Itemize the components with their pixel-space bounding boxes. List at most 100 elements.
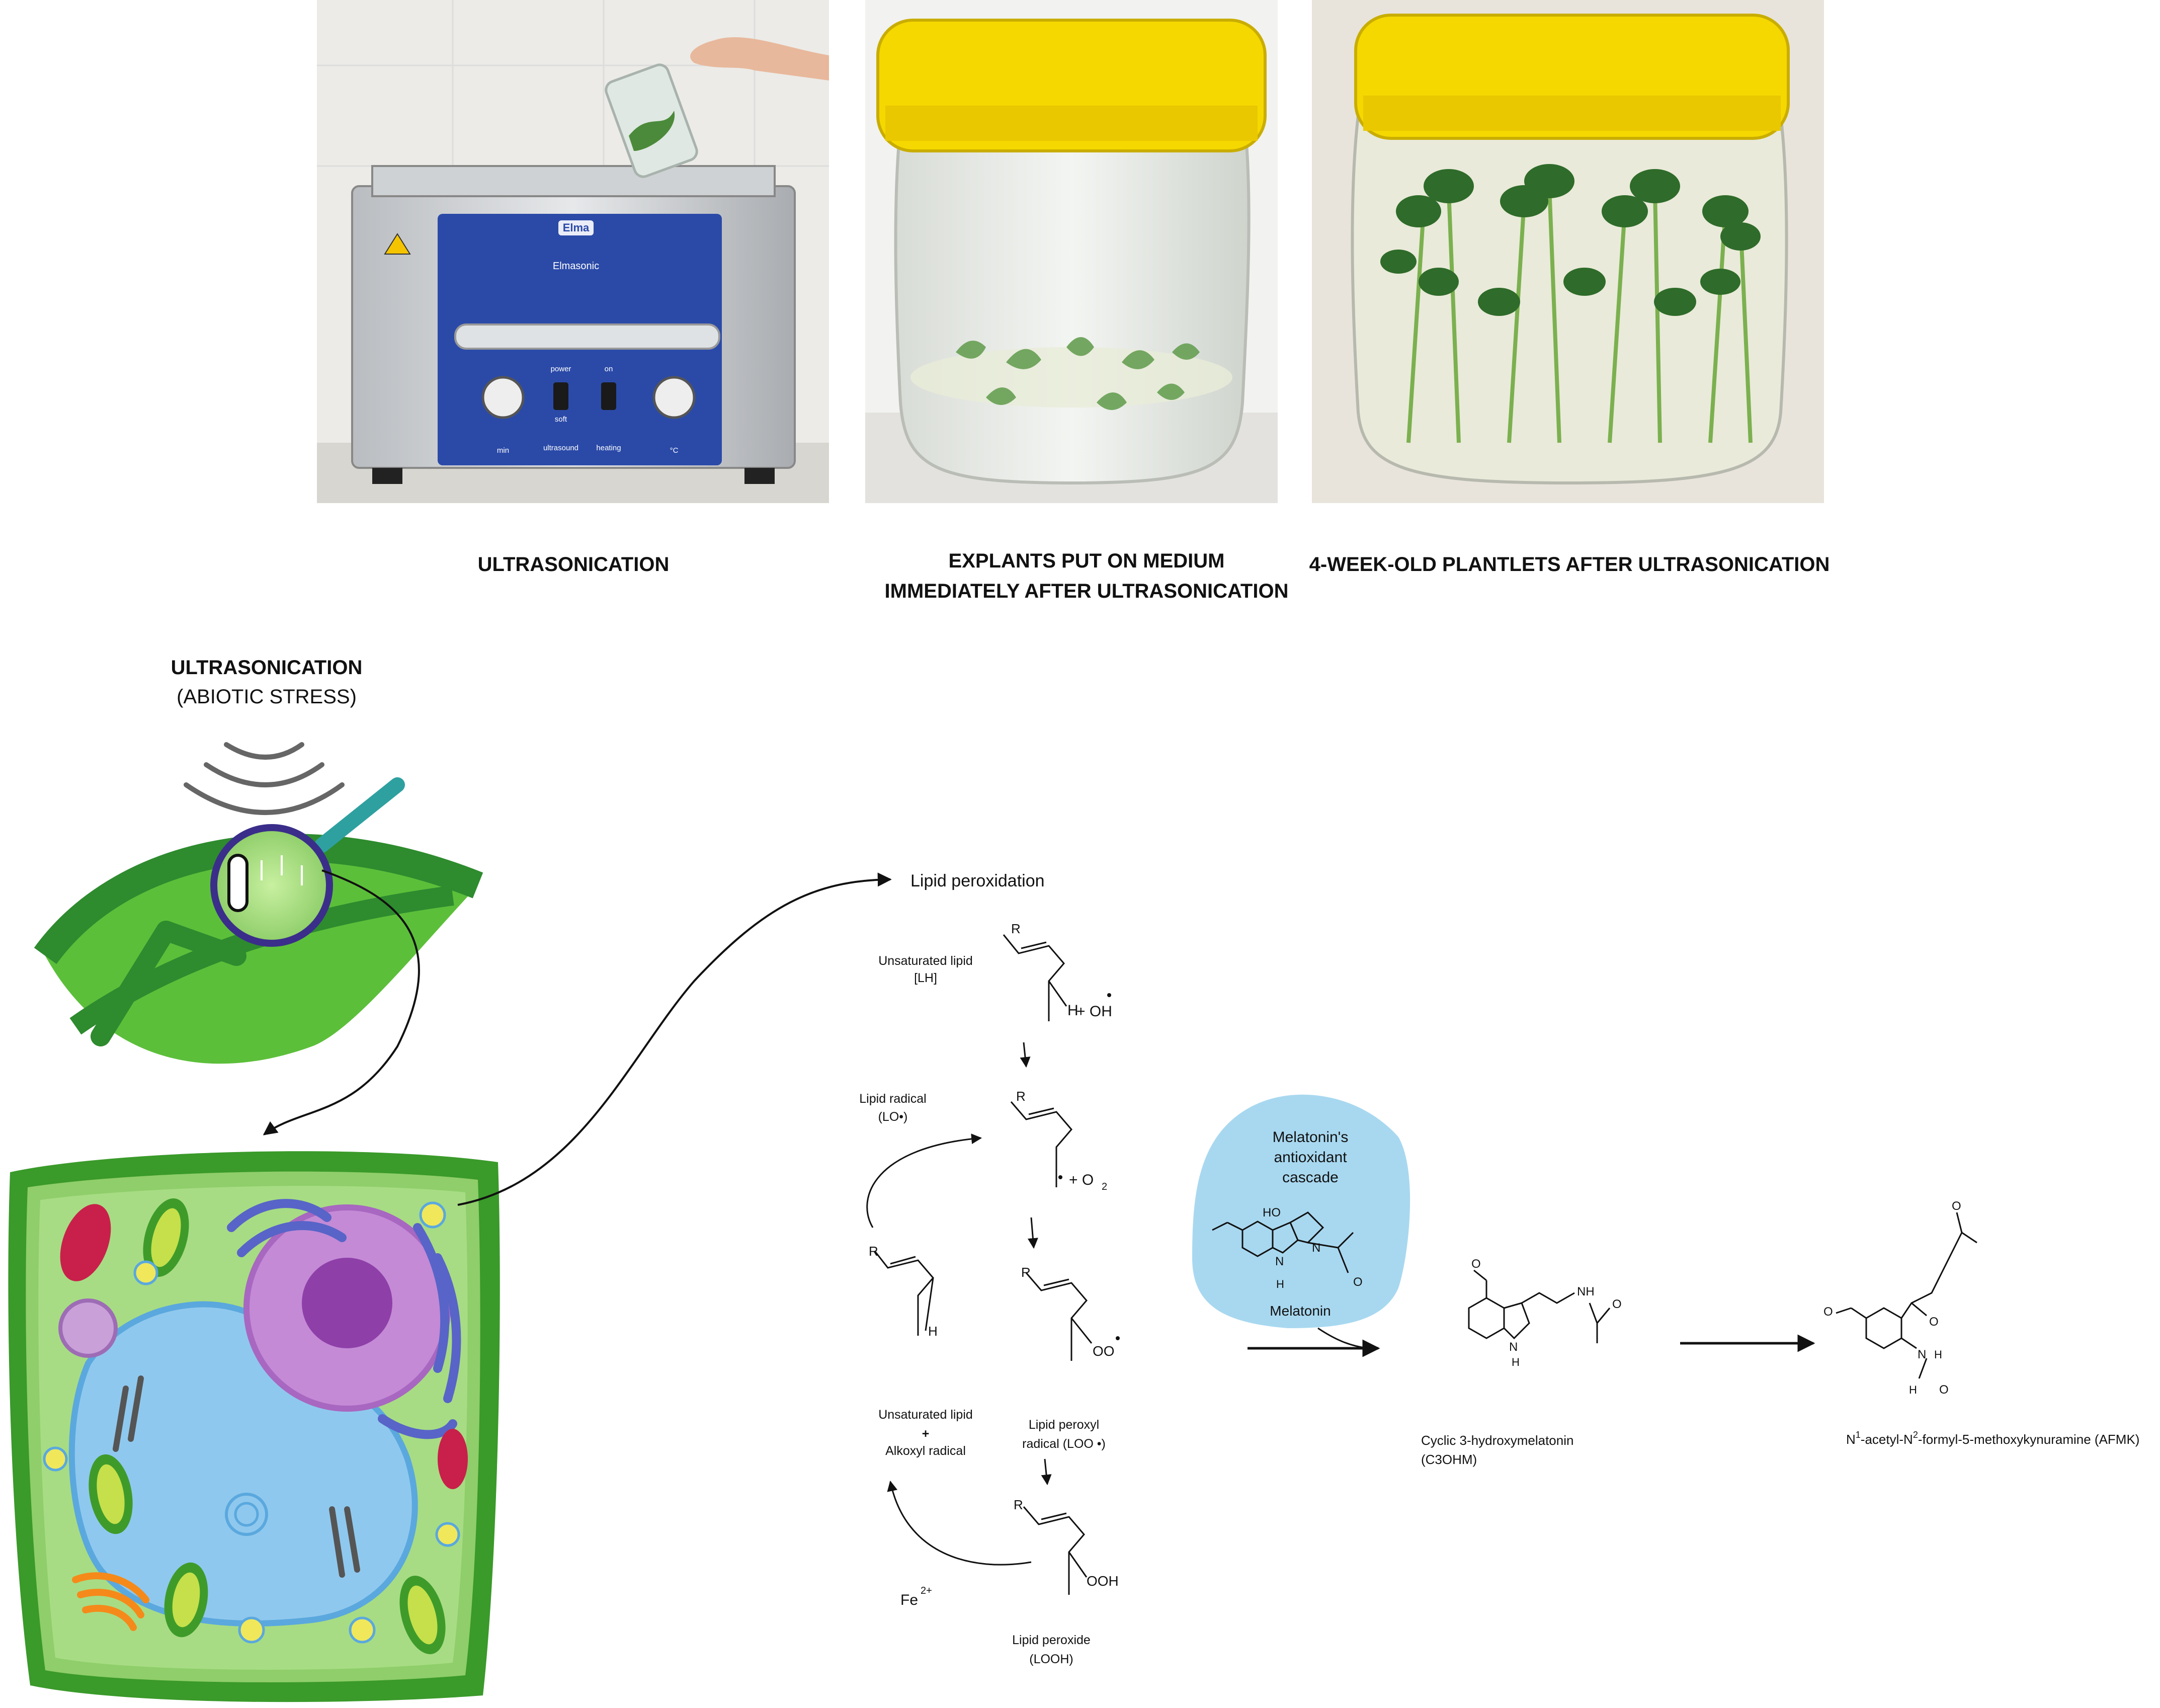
model-label: Elmasonic <box>553 261 599 272</box>
afmk-h2: H <box>1909 1384 1917 1396</box>
plant-cell <box>8 1151 500 1702</box>
c3ohm-o2: O <box>1612 1297 1622 1311</box>
r-label: R <box>1011 921 1021 936</box>
on-switch <box>601 382 616 410</box>
ooh-label: OOH <box>1087 1573 1119 1589</box>
unsaturated-lipid-label: Unsaturated lipid <box>878 954 973 968</box>
stress-title: ULTRASONICATION <box>171 657 363 679</box>
vesicles <box>43 1201 460 1644</box>
caption-ultrasonication: ULTRASONICATION <box>478 553 670 576</box>
power-label: power <box>551 365 571 373</box>
soft-label: soft <box>555 415 567 424</box>
heating-label: heating <box>596 444 621 452</box>
c3ohm-abbr: (C3OHM) <box>1421 1452 1477 1467</box>
magnifier-icon <box>210 777 405 947</box>
bath-handle <box>454 323 720 350</box>
oh-label: + OH <box>1076 1003 1112 1020</box>
loo-label: radical (LOO •) <box>1022 1437 1106 1451</box>
explants <box>956 337 1200 410</box>
warning-sign <box>384 233 411 255</box>
afmk-o-keto: O <box>1929 1315 1939 1329</box>
plantlet-stems <box>1406 186 1753 443</box>
alkoxyl-radical-label: Alkoxyl radical <box>885 1444 966 1458</box>
h-atom: H <box>1276 1278 1284 1290</box>
photo-explants-jar <box>865 0 1278 503</box>
structure-peroxyl-radical <box>1025 1272 1093 1361</box>
n-atom: N <box>1312 1241 1320 1255</box>
peroxyl-label: Lipid peroxyl <box>1029 1418 1099 1432</box>
hand-holding-vial <box>605 37 829 178</box>
plantlet-leaves <box>1380 164 1761 316</box>
h-label: H <box>1067 1002 1078 1019</box>
golgi-body <box>58 1298 118 1358</box>
afmk-o-formyl: O <box>1939 1383 1949 1397</box>
glass-jar-plantlets <box>1351 114 1788 485</box>
leaf-to-cell-arrow <box>263 869 420 1135</box>
structure-c3ohm-bubble <box>1212 1211 1354 1273</box>
ultrasound-label: ultrasound <box>543 444 578 452</box>
radical-cycle-arrow <box>866 1133 982 1228</box>
bubble-line3: cascade <box>1282 1169 1339 1186</box>
microtubules <box>113 1375 360 1578</box>
fenton-arrow <box>887 1480 1032 1566</box>
bubble-line1: Melatonin's <box>1273 1129 1349 1146</box>
melatonin-feed-arrow <box>1317 1327 1369 1349</box>
brand-label: Elma <box>563 221 590 234</box>
melatonin-cascade-bubble: Melatonin's antioxidant cascade HO N N H… <box>1192 1094 1410 1328</box>
afmk-n: N <box>1918 1348 1926 1361</box>
nh-atom: N <box>1275 1255 1284 1268</box>
caption-plantlets: 4-WEEK-OLD PLANTLETS AFTER ULTRASONICATI… <box>1309 553 1830 576</box>
celsius-label: °C <box>670 446 679 455</box>
looh-label: (LOOH) <box>1029 1652 1073 1666</box>
nucleolus <box>302 1258 392 1348</box>
stress-subtitle: (ABIOTIC STRESS) <box>177 686 357 708</box>
r-label-3: R <box>869 1244 878 1259</box>
afmk-o-top: O <box>1952 1199 1961 1213</box>
bubble-line2: antioxidant <box>1274 1149 1347 1166</box>
h-label-3: H <box>928 1324 938 1339</box>
lipid-radical-label: Lipid radical <box>859 1092 926 1106</box>
r-label-2: R <box>1016 1089 1026 1104</box>
fe-charge-label: 2+ <box>921 1585 932 1596</box>
c3ohm-structure: O NH N H O Cyclic 3-hydroxymelatonin (C3… <box>1421 1257 1622 1467</box>
power-switch <box>553 382 568 410</box>
lipid-peroxide-label: Lipid peroxide <box>1012 1633 1091 1647</box>
structure-unsaturated-lipid <box>1003 934 1067 1021</box>
o2-label: + O <box>1069 1172 1094 1188</box>
ho-atom: HO <box>1263 1206 1281 1219</box>
c3ohm-o-atom: O <box>1471 1257 1481 1271</box>
r-label-5: R <box>1014 1497 1023 1512</box>
fe-label: Fe <box>900 1592 918 1608</box>
structure-product-lipid <box>874 1251 934 1336</box>
structure-lipid-peroxide <box>1023 1506 1088 1595</box>
r-label-4: R <box>1021 1265 1031 1280</box>
o-atom: O <box>1353 1275 1363 1289</box>
afmk-name: N1-acetyl-N2-formyl-5-methoxykynuramine … <box>1846 1430 2139 1447</box>
c3ohm-n: N <box>1509 1340 1518 1354</box>
oo-label: OO <box>1093 1343 1115 1359</box>
melatonin-label: Melatonin <box>1270 1303 1331 1319</box>
min-label: min <box>497 446 509 455</box>
glass-jar <box>894 124 1251 485</box>
o2-subscript: 2 <box>1102 1181 1107 1192</box>
endoplasmic-reticulum <box>227 1199 461 1439</box>
plus-label: + <box>922 1427 930 1441</box>
afmk-o-methoxy: O <box>1823 1305 1833 1319</box>
mitochondria <box>60 1204 468 1489</box>
product-lipid-label: Unsaturated lipid <box>878 1408 973 1422</box>
c3ohm-nh: NH <box>1577 1285 1595 1298</box>
timer-knob <box>481 376 525 419</box>
lipid-peroxidation-panel: Lipid peroxidation Unsaturated lipid [LH… <box>859 871 1120 1666</box>
structure-lipid-radical <box>1010 1101 1072 1187</box>
ultrasonic-bath: Elma Elmasonic power on soft ultrasound … <box>351 165 796 484</box>
golgi-apparatus <box>72 1572 149 1631</box>
chloroplasts <box>89 1198 446 1655</box>
on-label: on <box>605 365 613 373</box>
sound-waves-icon <box>184 742 345 815</box>
lh-label: [LH] <box>914 971 937 985</box>
c3ohm-name: Cyclic 3-hydroxymelatonin <box>1421 1433 1573 1448</box>
afmk-structure: O O O N H H O N1-acetyl-N2-formyl-5-meth… <box>1823 1199 2139 1447</box>
photo-ultrasonication: Elma Elmasonic power on soft ultrasound … <box>317 0 829 503</box>
c3ohm-h: H <box>1512 1356 1520 1368</box>
